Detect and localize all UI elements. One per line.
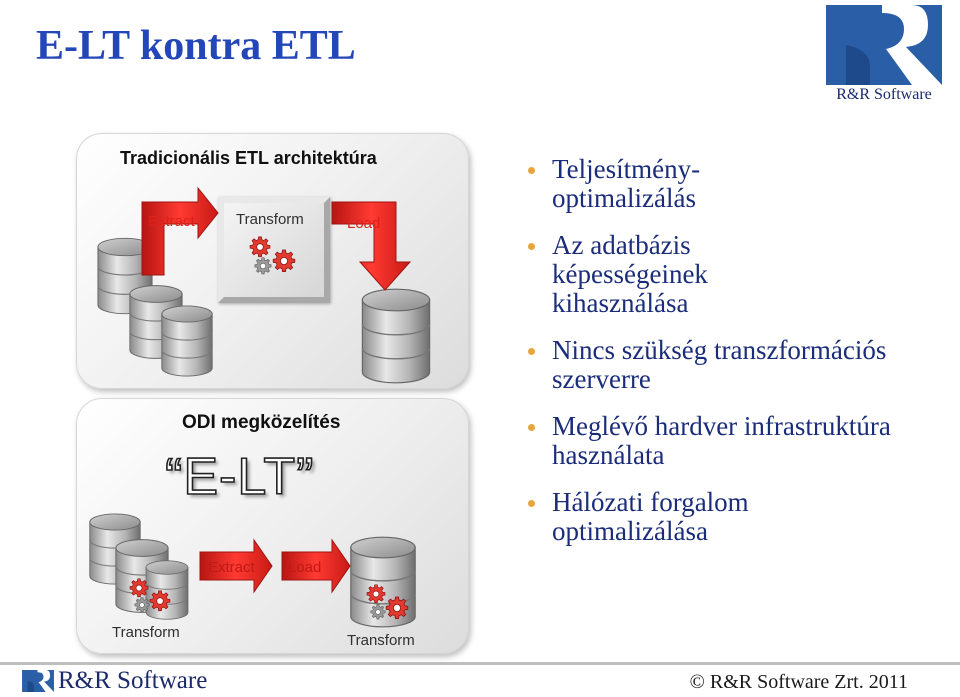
load-arrow-icon (281, 538, 351, 594)
footer-divider (0, 662, 960, 665)
gear-icon (129, 578, 149, 598)
extract-label: Extract (148, 213, 195, 230)
odi-extract-label: Extract (208, 559, 255, 576)
gear-icon (385, 596, 409, 619)
rr-logo-mark-icon (826, 5, 942, 85)
source-database-icon (161, 305, 213, 377)
gear-icon (249, 236, 271, 258)
bullet-item: Teljesítmény-optimalizálás (526, 155, 786, 213)
bullet-item: Az adatbázis képességeinek kihasználása (526, 231, 766, 318)
source-database-icon (145, 560, 189, 620)
load-arrow-icon (331, 201, 412, 291)
load-label: Load (347, 215, 381, 232)
rr-software-logo: R&R Software (826, 5, 942, 103)
elt-heading: “E-LT” (164, 447, 315, 507)
bullet-item: Hálózati forgalom optimalizálása (526, 488, 826, 546)
logo-text: R&R Software (836, 86, 932, 103)
traditional-title: Tradicionális ETL architektúra (120, 148, 377, 168)
bullet-item: Meglévő hardver infrastruktúra használat… (526, 412, 946, 470)
slide-title: E-LT kontra ETL (36, 23, 356, 69)
bullet-item: Nincs szükség transzformációs szerverre (526, 336, 946, 394)
gear-icon (134, 597, 150, 613)
target-database-icon (361, 288, 431, 384)
copyright-text: © R&R Software Zrt. 2011 (689, 671, 908, 693)
footer-logo-text: R&R Software (58, 667, 208, 694)
rr-logo-mark-icon (22, 670, 54, 692)
transform-server (218, 197, 330, 303)
odi-transform-right-label: Transform (347, 632, 415, 649)
extract-arrow-icon (141, 186, 219, 276)
gear-icon (149, 590, 171, 612)
gear-icon (366, 584, 386, 604)
odi-transform-left-label: Transform (112, 624, 180, 641)
gear-icon (370, 604, 386, 620)
gear-icon (254, 257, 272, 275)
odi-load-label: Load (288, 559, 322, 576)
transform-label: Transform (236, 211, 304, 228)
odi-title: ODI megközelítés (182, 412, 341, 433)
gear-icon (272, 249, 296, 273)
benefits-list: Teljesítmény-optimalizálás Az adatbázis … (526, 155, 946, 564)
extract-arrow-icon (199, 538, 273, 594)
